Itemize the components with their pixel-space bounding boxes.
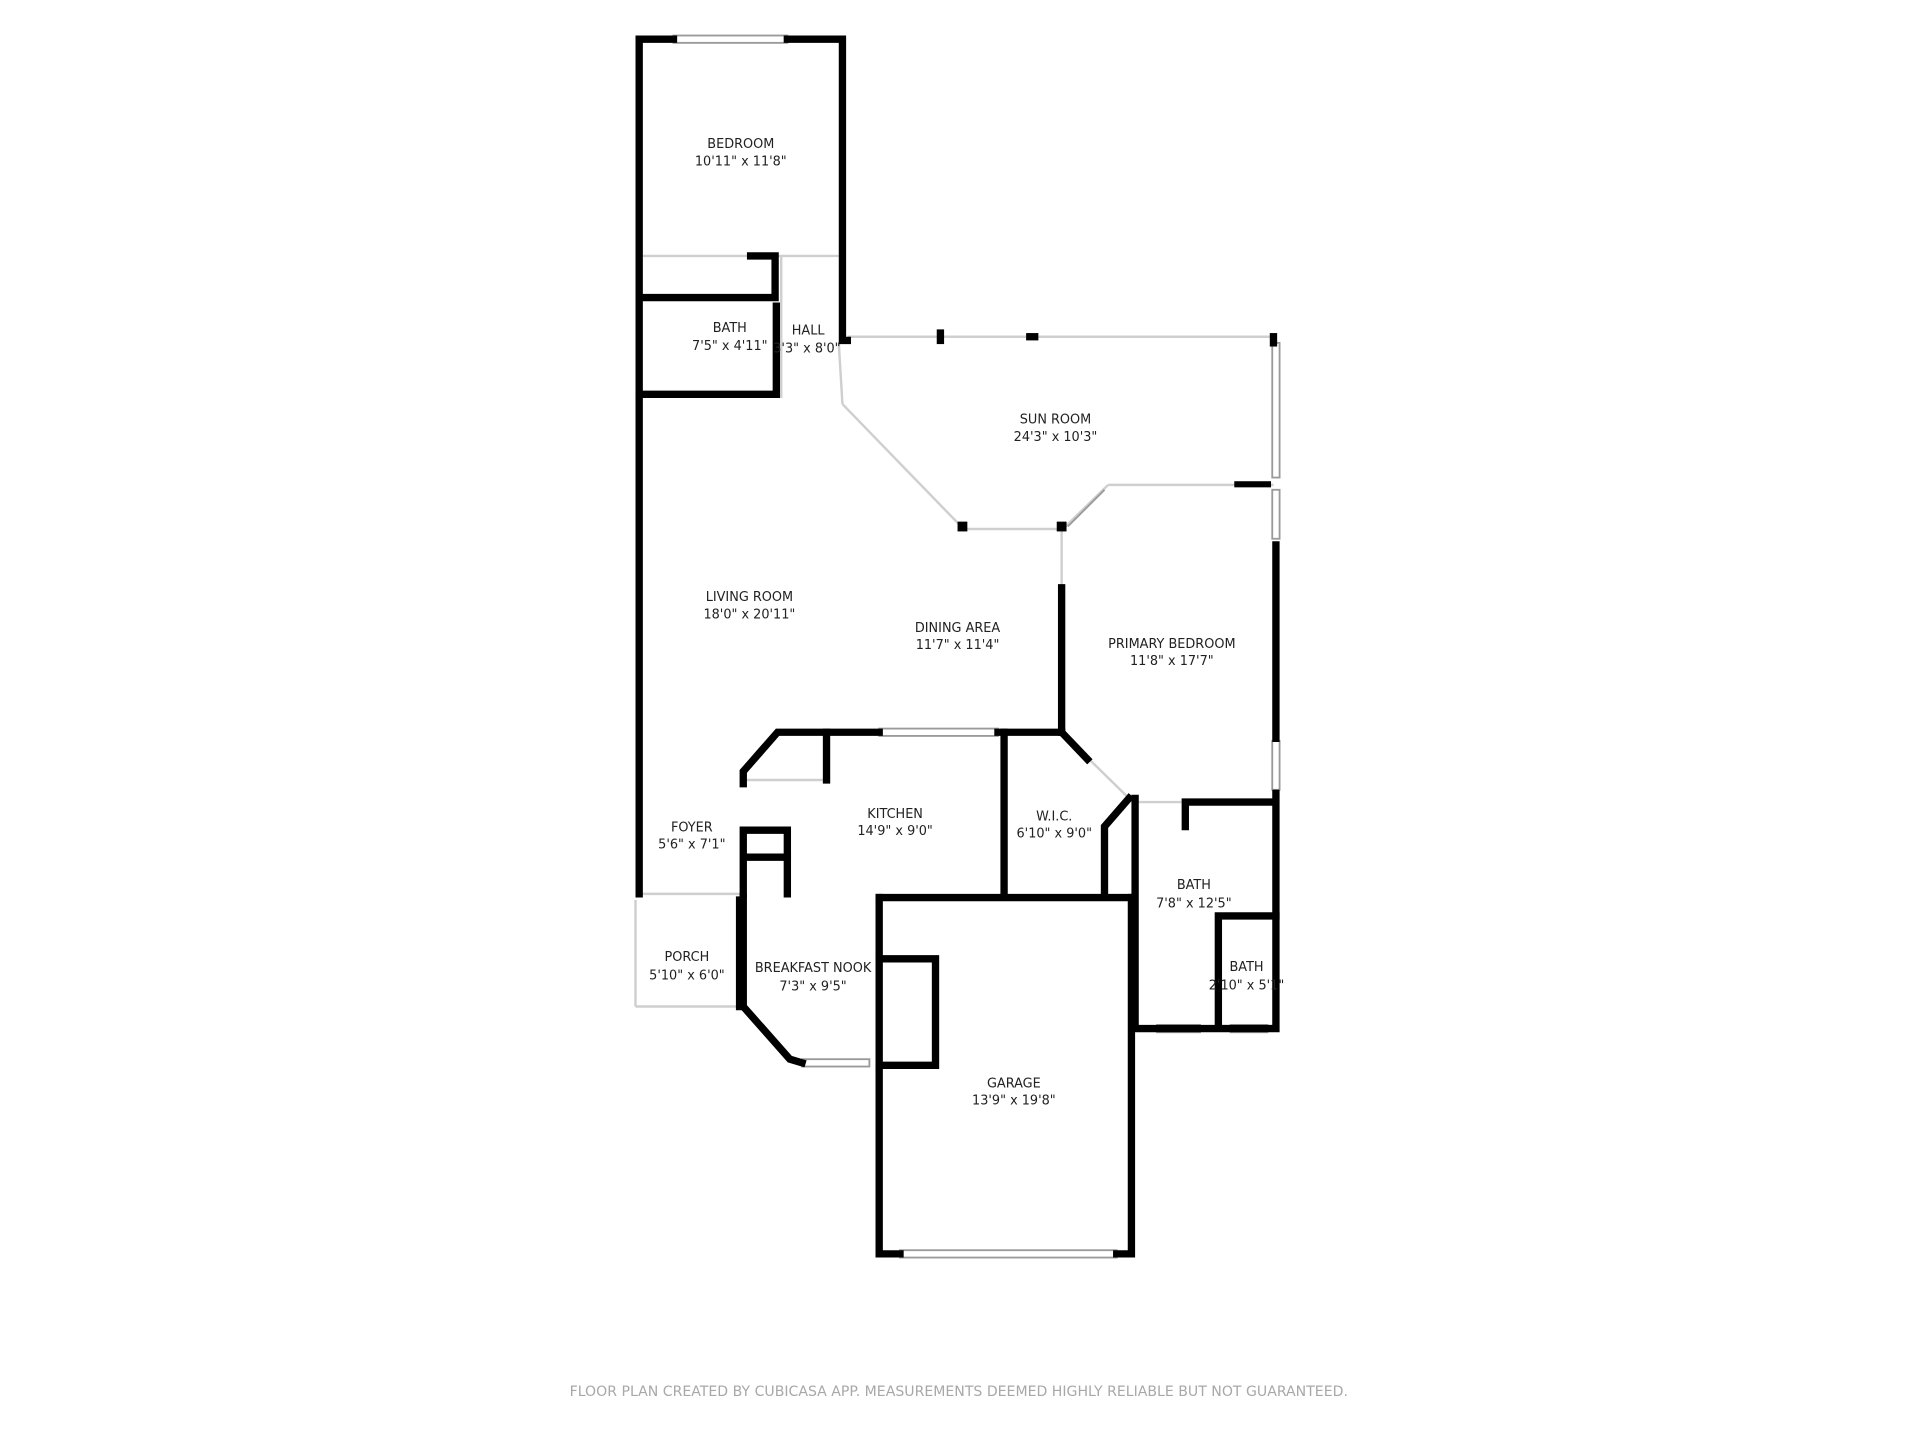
svg-text:24'3" x 10'3": 24'3" x 10'3": [1014, 430, 1098, 445]
svg-text:GARAGE: GARAGE: [987, 1076, 1041, 1091]
svg-text:LIVING ROOM: LIVING ROOM: [706, 590, 793, 605]
svg-text:HALL: HALL: [792, 323, 826, 338]
room-dining-area: DINING AREA 11'7" x 11'4": [915, 621, 1001, 653]
room-sun-room: SUN ROOM 24'3" x 10'3": [1014, 413, 1098, 445]
room-living-room: LIVING ROOM 18'0" x 20'11": [703, 590, 795, 622]
svg-text:13'9" x 19'8": 13'9" x 19'8": [972, 1093, 1056, 1108]
room-foyer: FOYER 5'6" x 7'1": [658, 820, 725, 852]
room-labels: BEDROOM 10'11" x 11'8" BATH 7'5" x 4'11" H…: [649, 137, 1284, 1108]
svg-text:14'9" x 9'0": 14'9" x 9'0": [857, 824, 933, 839]
room-primary-bedroom: PRIMARY BEDROOM 11'8" x 17'7": [1108, 637, 1235, 669]
room-bedroom: BEDROOM 10'11" x 11'8": [695, 137, 787, 169]
room-bath-primary: BATH 7'8" x 12'5": [1156, 878, 1232, 911]
svg-text:BREAKFAST NOOK: BREAKFAST NOOK: [755, 961, 872, 976]
svg-text:2'10" x 5'1": 2'10" x 5'1": [1209, 978, 1285, 993]
svg-text:BATH: BATH: [1229, 960, 1263, 975]
room-bath-1: BATH 7'5" x 4'11": [692, 321, 768, 354]
svg-text:6'10" x 9'0": 6'10" x 9'0": [1017, 827, 1093, 842]
svg-text:KITCHEN: KITCHEN: [867, 807, 923, 822]
svg-text:7'3" x 9'5": 7'3" x 9'5": [779, 980, 846, 995]
svg-text:BEDROOM: BEDROOM: [707, 137, 774, 152]
room-porch: PORCH 5'10" x 6'0": [649, 950, 725, 983]
svg-text:5'10" x 6'0": 5'10" x 6'0": [649, 969, 725, 984]
svg-text:3'3" x 8'0": 3'3" x 8'0": [773, 342, 840, 357]
svg-text:BATH: BATH: [713, 321, 747, 336]
svg-text:SUN ROOM: SUN ROOM: [1020, 413, 1091, 428]
svg-text:PORCH: PORCH: [665, 950, 710, 965]
svg-text:10'11" x 11'8": 10'11" x 11'8": [695, 154, 787, 169]
disclaimer-footer: FLOOR PLAN CREATED BY CUBICASA APP. MEAS…: [570, 1384, 1348, 1400]
svg-text:FOYER: FOYER: [671, 820, 713, 835]
walls: [635, 35, 1280, 1258]
room-kitchen: KITCHEN 14'9" x 9'0": [857, 807, 933, 839]
svg-text:11'7" x 11'4": 11'7" x 11'4": [916, 638, 1000, 653]
room-garage: GARAGE 13'9" x 19'8": [972, 1076, 1056, 1108]
room-hall: HALL 3'3" x 8'0": [773, 323, 840, 356]
room-breakfast-nook: BREAKFAST NOOK 7'3" x 9'5": [755, 961, 872, 994]
svg-text:PRIMARY BEDROOM: PRIMARY BEDROOM: [1108, 637, 1235, 652]
svg-text:5'6" x 7'1": 5'6" x 7'1": [658, 838, 725, 853]
svg-text:BATH: BATH: [1177, 878, 1211, 893]
room-bath-small: BATH 2'10" x 5'1": [1209, 960, 1285, 993]
svg-text:DINING AREA: DINING AREA: [915, 621, 1001, 636]
svg-text:7'8" x 12'5": 7'8" x 12'5": [1156, 896, 1232, 911]
svg-text:W.I.C.: W.I.C.: [1036, 809, 1072, 824]
svg-text:7'5" x 4'11": 7'5" x 4'11": [692, 339, 768, 354]
svg-text:11'8" x 17'7": 11'8" x 17'7": [1130, 654, 1214, 669]
svg-text:18'0" x 20'11": 18'0" x 20'11": [703, 607, 795, 622]
room-wic: W.I.C. 6'10" x 9'0": [1017, 809, 1093, 841]
